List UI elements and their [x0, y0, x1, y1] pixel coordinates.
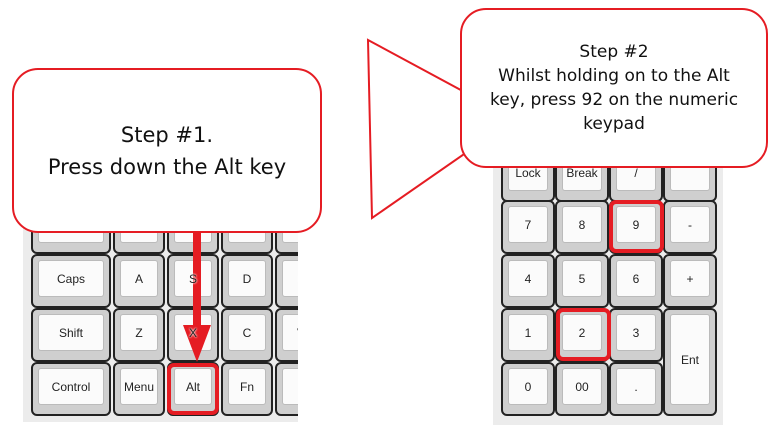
key-label: / — [634, 165, 638, 180]
step2-text-2: key, press 92 on the numeric — [489, 90, 739, 110]
key-cap: Menu — [120, 368, 158, 405]
key-label: 8 — [578, 217, 586, 232]
key-z[interactable]: Z — [113, 308, 165, 362]
key-2-highlight — [556, 308, 611, 361]
numpad-key-8[interactable]: 8 — [555, 200, 609, 254]
key-label: 4 — [524, 271, 532, 286]
step2-title: Step #2 — [579, 42, 649, 62]
key-blank[interactable] — [275, 362, 298, 416]
key-label: D — [242, 271, 252, 286]
numpad-key-.[interactable]: . — [609, 362, 663, 416]
key-cap: F — [282, 260, 298, 297]
key-cap: Caps — [38, 260, 104, 297]
key-d[interactable]: D — [221, 254, 273, 308]
key-cap: + — [670, 260, 710, 297]
numpad-key-+[interactable]: + — [663, 254, 717, 308]
key-v[interactable]: V — [275, 308, 298, 362]
key-label: . — [634, 379, 638, 394]
key-cap: 9 — [616, 206, 656, 243]
key-label: - — [688, 217, 692, 232]
numpad-key-0[interactable]: 0 — [501, 362, 555, 416]
key-cap: Alt — [174, 368, 212, 405]
key-label: 7 — [524, 217, 532, 232]
numpad-key-1[interactable]: 1 — [501, 308, 555, 362]
numpad-key-00[interactable]: 00 — [555, 362, 609, 416]
key-label: Fn — [239, 379, 254, 394]
key-menu[interactable]: Menu — [113, 362, 165, 416]
key-label: 2 — [578, 325, 586, 340]
key-cap: 8 — [562, 206, 602, 243]
key-cap: 00 — [562, 368, 602, 405]
key-cap: 6 — [616, 260, 656, 297]
key-cap: V — [282, 314, 298, 351]
key-label: Menu — [123, 379, 155, 394]
key-label: 5 — [578, 271, 586, 286]
step2-text-1: Whilst holding on to the Alt — [498, 66, 730, 86]
key-cap: . — [616, 368, 656, 405]
key-fn[interactable]: Fn — [221, 362, 273, 416]
numpad-key-7[interactable]: 7 — [501, 200, 555, 254]
numpad-key-Ent[interactable]: Ent — [663, 308, 717, 416]
key-cap: C — [228, 314, 266, 351]
numpad-key-5[interactable]: 5 — [555, 254, 609, 308]
key-cap: Ent — [670, 314, 710, 405]
key-cap: A — [120, 260, 158, 297]
key-label: F — [297, 272, 298, 286]
key-label: Caps — [56, 271, 85, 286]
key-label: 6 — [632, 271, 640, 286]
step2-text-3: keypad — [583, 114, 645, 134]
key-label: Alt — [185, 379, 200, 394]
step1-callout: Step #1. Press down the Alt key — [12, 68, 322, 233]
key-c[interactable]: C — [221, 308, 273, 362]
numpad-key-6[interactable]: 6 — [609, 254, 663, 308]
key-shift[interactable]: Shift — [31, 308, 111, 362]
key-cap: Shift — [38, 314, 104, 351]
key-cap: 2 — [562, 314, 602, 351]
key-cap: - — [670, 206, 710, 243]
key-label: Lock — [515, 165, 541, 180]
step1-title: Step #1. — [120, 122, 214, 147]
key-label: 1 — [524, 325, 532, 340]
key-cap: Control — [38, 368, 104, 405]
alt-key-highlight — [167, 363, 219, 415]
key-f[interactable]: F — [275, 254, 298, 308]
key-9-highlight — [609, 200, 664, 253]
key-label: 0 — [524, 379, 532, 394]
key-cap: D — [228, 260, 266, 297]
key-a[interactable]: A — [113, 254, 165, 308]
key-label: Ent — [680, 352, 699, 367]
key-cap: 0 — [508, 368, 548, 405]
key-label: V — [297, 326, 298, 340]
key-cap — [282, 368, 298, 405]
key-label: Shift — [58, 325, 83, 340]
key-cap: 3 — [616, 314, 656, 351]
key-label: 9 — [632, 217, 640, 232]
key-cap: 7 — [508, 206, 548, 243]
step1-text: Press down the Alt key — [47, 154, 287, 179]
key-label: A — [134, 271, 143, 286]
key-label: 3 — [632, 325, 640, 340]
numpad-key--[interactable]: - — [663, 200, 717, 254]
key-caps[interactable]: Caps — [31, 254, 111, 308]
key-cap: 4 — [508, 260, 548, 297]
key-label: 00 — [575, 379, 589, 394]
key-label: S — [188, 271, 197, 286]
key-control[interactable]: Control — [31, 362, 111, 416]
step2-callout: Step #2 Whilst holding on to the Alt key… — [460, 8, 768, 168]
key-label: Z — [135, 325, 143, 340]
key-label: Break — [566, 165, 598, 180]
key-cap: Z — [120, 314, 158, 351]
numpad-key-9[interactable]: 9 — [609, 200, 663, 254]
key-label: C — [242, 325, 252, 340]
key-label: X — [188, 325, 197, 340]
key-cap: Fn — [228, 368, 266, 405]
key-cap: 5 — [562, 260, 602, 297]
speech-tail — [366, 38, 471, 220]
key-label: Control — [51, 379, 91, 394]
numpad-key-4[interactable]: 4 — [501, 254, 555, 308]
numpad-key-2[interactable]: 2 — [555, 308, 609, 362]
key-cap: 1 — [508, 314, 548, 351]
key-label: + — [686, 271, 694, 286]
numpad-key-3[interactable]: 3 — [609, 308, 663, 362]
